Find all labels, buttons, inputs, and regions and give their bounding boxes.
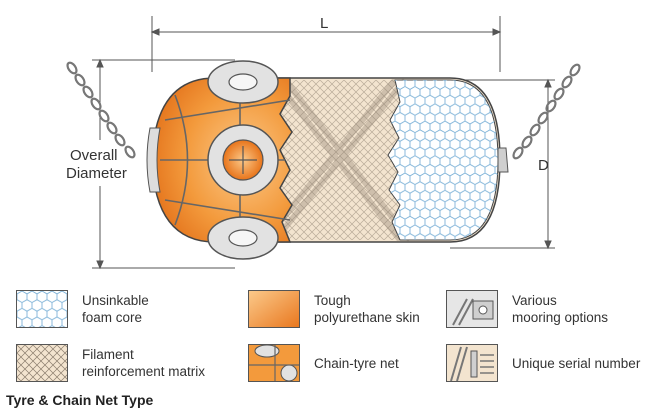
- serial-number-swatch: [446, 344, 498, 382]
- filament-matrix-swatch: [16, 344, 68, 382]
- length-dimension: [150, 16, 502, 72]
- polyurethane-skin-swatch: [248, 290, 300, 328]
- legend-label-polyurethane-skin: Tough polyurethane skin: [314, 293, 420, 325]
- overall-diameter-label-line1: Overall: [70, 147, 118, 164]
- figure-caption: Tyre & Chain Net Type: [6, 392, 154, 408]
- right-mooring-chain: [512, 63, 581, 160]
- legend-label-mooring-options: Various mooring options: [512, 293, 609, 325]
- tyre-bottom: [207, 216, 279, 260]
- legend-item-foam-core: Unsinkable foam core: [16, 290, 149, 328]
- tyre-top: [207, 60, 279, 104]
- legend-item-filament-matrix: Filament reinforcement matrix: [16, 344, 205, 382]
- overall-diameter-label-line2: Diameter: [66, 165, 127, 182]
- right-mooring-fitting: [497, 147, 509, 173]
- end-pad: [146, 127, 161, 193]
- tyre-center: [207, 124, 279, 196]
- legend-item-polyurethane-skin: Tough polyurethane skin: [248, 290, 420, 328]
- legend-label-serial-number: Unique serial number: [512, 355, 641, 371]
- legend-item-serial-number: Unique serial number: [446, 344, 640, 382]
- legend-item-chain-tyre-net: Chain-tyre net: [248, 344, 399, 382]
- legend-label-filament-matrix: Filament reinforcement matrix: [82, 347, 206, 379]
- overall-diameter-dimension: [92, 58, 235, 270]
- diameter-dimension: [450, 78, 555, 250]
- legend-label-chain-tyre-net: Chain-tyre net: [314, 355, 399, 371]
- mooring-options-swatch: [446, 290, 498, 328]
- diameter-label: D: [538, 157, 549, 174]
- fender-diagram: L D Overall Diameter: [66, 15, 581, 270]
- foam-core-swatch: [16, 290, 68, 328]
- chain-tyre-net-swatch: [248, 344, 300, 382]
- filament-reinforcement-matrix: [262, 78, 413, 242]
- legend-label-foam-core: Unsinkable foam core: [82, 293, 149, 325]
- legend-item-mooring-options: Various mooring options: [446, 290, 608, 328]
- left-mooring-chain: [66, 61, 136, 159]
- length-label: L: [320, 15, 328, 32]
